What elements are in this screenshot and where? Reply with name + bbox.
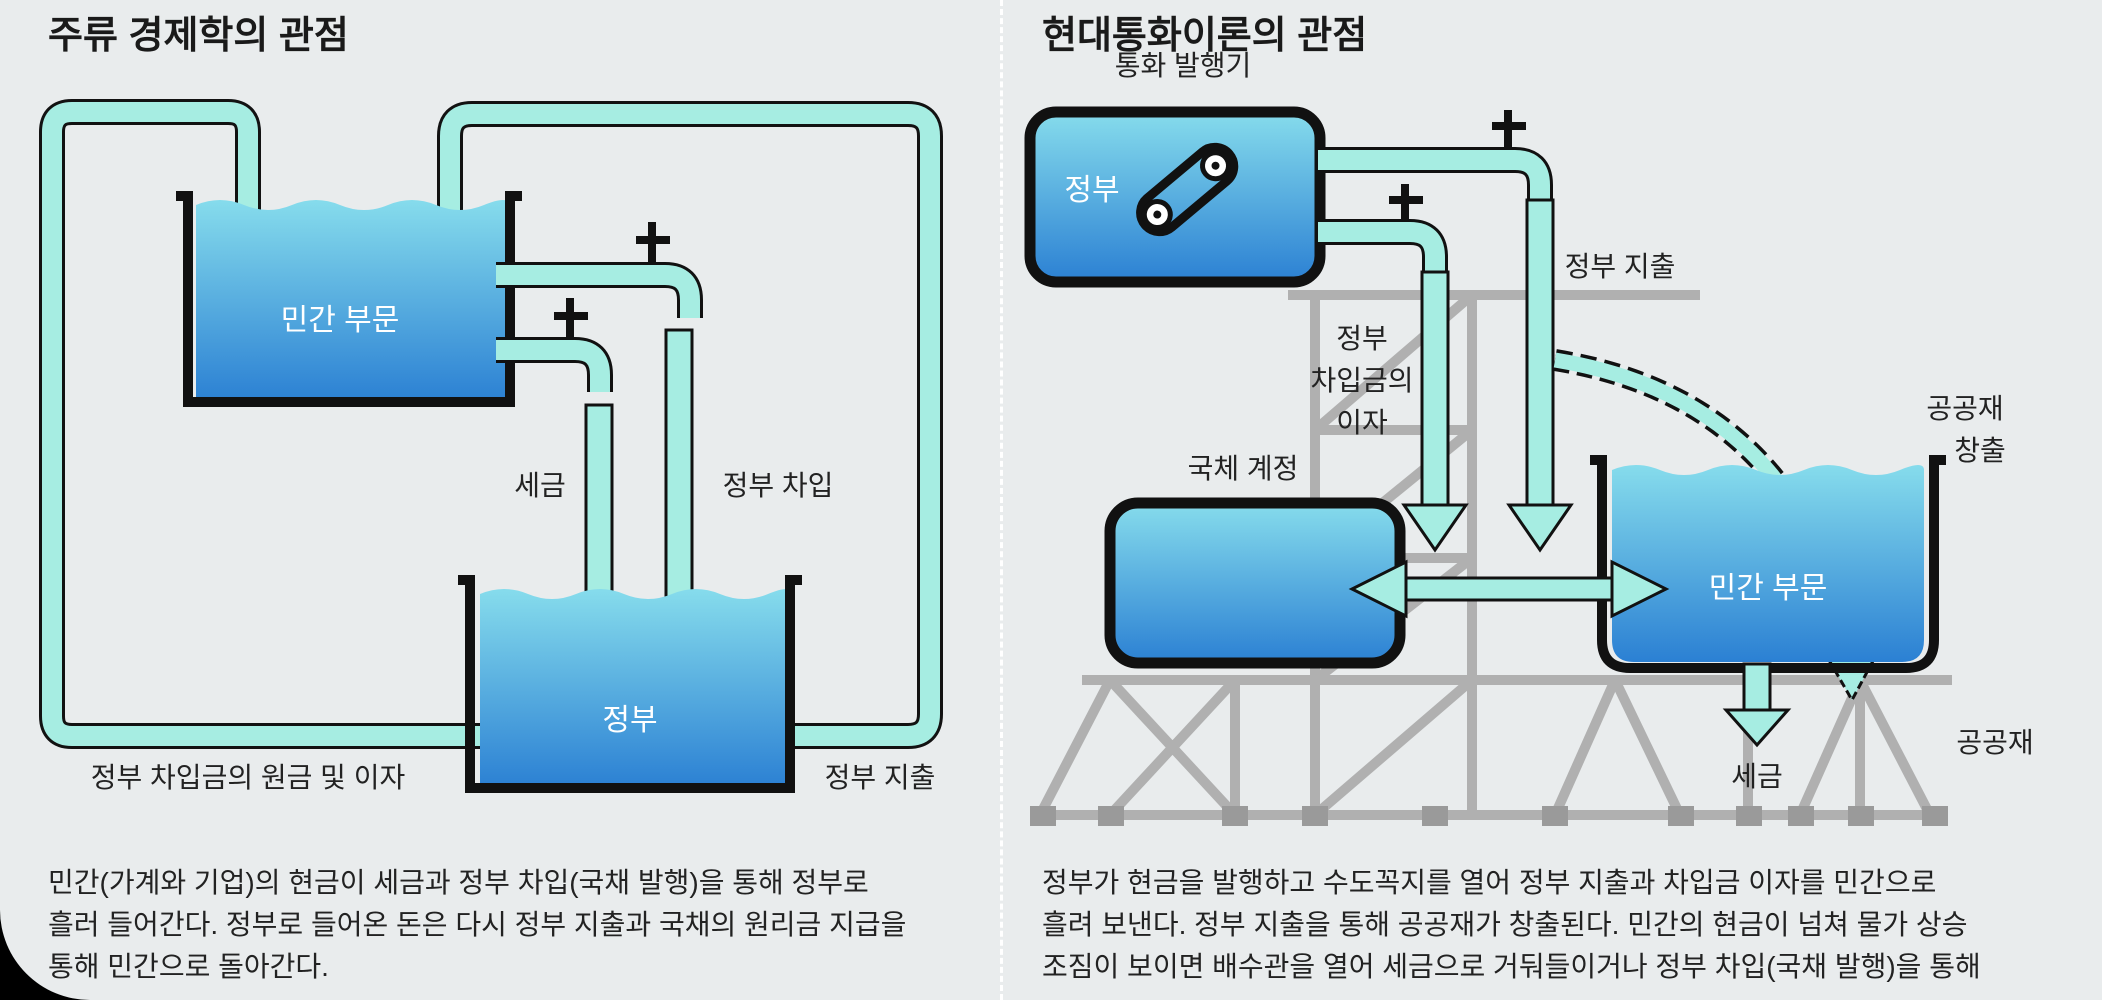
government-tank (458, 575, 802, 793)
right-government-label: 정부 (1064, 174, 1119, 207)
borrowing-label: 정부 차입 (723, 470, 834, 501)
principal-interest-label: 정부 차입금의 원금 및 이자 (91, 762, 405, 793)
interest-arrow (1401, 270, 1469, 553)
interest-label-line-2: 차입금의 (1310, 365, 1413, 396)
left-caption-line: 통해 민간으로 돌아간다. (48, 951, 329, 982)
left-caption-line: 흘러 들어간다. 정부로 들어온 돈은 다시 정부 지출과 국채의 원리금 지급… (48, 909, 907, 940)
interest-label-line-1: 정부 (1336, 323, 1388, 354)
right-panel-title: 현대통화이론의 관점 (1042, 15, 1368, 57)
right-caption-line: 조짐이 보이면 배수관을 열어 세금으로 거둬들이거나 정부 차입(국채 발행)… (1042, 951, 1981, 982)
spending-faucet (1318, 110, 1553, 205)
borrowing-faucet (496, 222, 703, 318)
right-private-sector-water (1612, 465, 1924, 662)
right-diagram: 통화 발행기 정부 (1024, 50, 2034, 826)
right-tax-arrow (1722, 662, 1792, 748)
money-issuer-label: 통화 발행기 (1115, 50, 1252, 81)
right-spending-label: 정부 지출 (1565, 251, 1676, 282)
treasury-exchange-arrow (1348, 559, 1670, 619)
left-caption: 민간(가계와 기업)의 현금이 세금과 정부 차입(국채 발행)을 통해 정부로… (48, 862, 1018, 988)
government-water (480, 589, 791, 788)
right-tax-label: 세금 (1731, 761, 1783, 792)
right-caption-line: 정부가 현금을 발행하고 수도꼭지를 열어 정부 지출과 차입금 이자를 민간으… (1042, 867, 1937, 898)
interest-label-line-3: 이자 (1336, 407, 1388, 438)
tax-label: 세금 (514, 470, 566, 501)
private-sector-water (196, 200, 510, 402)
right-private-sector-label: 민간 부문 (1709, 572, 1828, 605)
money-printer-icon (1136, 142, 1239, 237)
public-goods-creation-line-1: 공공재 (1926, 393, 2003, 424)
treasury-account-tank (1104, 497, 1406, 669)
public-goods-creation-line-2: 창출 (1954, 435, 2006, 466)
left-government-label: 정부 (602, 704, 657, 737)
scaffold-feet (1030, 806, 1948, 826)
spending-arrow-right (1506, 198, 1574, 553)
left-diagram: 민간 부문 (39, 99, 943, 793)
panel-divider (1000, 0, 1003, 1000)
right-caption: 정부가 현금을 발행하고 수도꼭지를 열어 정부 지출과 차입금 이자를 민간으… (1042, 862, 2082, 988)
issuer-government-tank (1024, 106, 1326, 288)
interest-faucet (1318, 184, 1448, 275)
left-spending-label: 정부 지출 (825, 762, 936, 793)
left-panel-title: 주류 경제학의 관점 (48, 15, 349, 57)
private-sector-tank (176, 191, 522, 407)
right-caption-line: 흘려 보낸다. 정부 지출을 통해 공공재가 창출된다. 민간의 현금이 넘쳐 … (1042, 909, 1968, 940)
left-caption-line: 민간(가계와 기업)의 현금이 세금과 정부 차입(국채 발행)을 통해 정부로 (48, 867, 869, 898)
treasury-account-label: 국체 계정 (1188, 453, 1299, 484)
tax-faucet (496, 298, 613, 392)
public-goods-label: 공공재 (1956, 727, 2033, 758)
left-private-sector-label: 민간 부문 (281, 304, 400, 337)
